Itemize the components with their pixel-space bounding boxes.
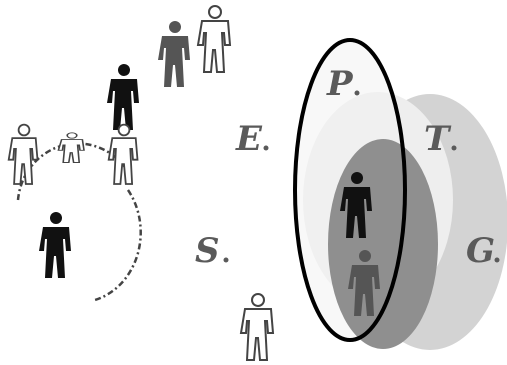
figure-left-black — [39, 212, 71, 278]
label-s-dot — [224, 258, 229, 263]
figure-top-dark-gray — [158, 21, 190, 87]
label-s: S — [195, 231, 220, 271]
label-t-dot — [452, 146, 457, 151]
figure-upper-black — [107, 64, 139, 130]
label-p-dot — [355, 91, 360, 96]
group-arc-right — [95, 190, 141, 300]
figure-left-outline — [9, 125, 38, 184]
figure-bottom-outline — [241, 294, 273, 360]
label-e: E — [235, 119, 263, 159]
set-inner-overlap — [328, 139, 438, 349]
label-g-dot — [495, 258, 500, 263]
figure-left-crouching-outline — [58, 133, 84, 163]
label-e-dot — [264, 146, 269, 151]
figure-top-outline — [198, 6, 230, 72]
label-t: T — [424, 119, 452, 159]
label-p: P — [326, 64, 354, 104]
figure-mid-outline — [109, 125, 138, 184]
label-g: G — [466, 231, 495, 271]
